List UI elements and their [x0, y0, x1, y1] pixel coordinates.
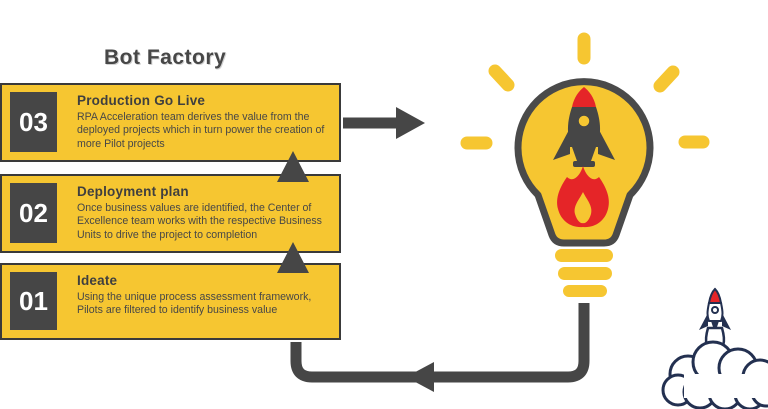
- step-heading: Ideate: [77, 273, 118, 288]
- lightbulb-icon: [514, 78, 654, 247]
- step-number: 02: [19, 197, 48, 228]
- step-text: Ideate Using the unique process assessme…: [77, 273, 339, 318]
- rocket-nose-cone: [572, 87, 596, 107]
- step-number: 01: [19, 285, 48, 316]
- step-description: Using the unique process assessment fram…: [77, 291, 312, 317]
- step-card-ideate: 01 Ideate Using the unique process asses…: [0, 263, 341, 340]
- arrow-right-icon: [343, 107, 425, 139]
- rocket-body: [567, 107, 601, 147]
- page-title: Bot Factory: [104, 46, 227, 69]
- rocket-porthole: [573, 110, 595, 132]
- launch-rocket-icon: [699, 287, 731, 354]
- rocket-nozzle: [573, 161, 595, 167]
- rocket-icon: [553, 87, 615, 167]
- flame-icon: [557, 166, 609, 228]
- bulb-screw-base: [555, 249, 613, 297]
- rocket-fin-left: [553, 128, 570, 160]
- rocket-fin-left: [699, 313, 708, 330]
- rocket-fin-right: [598, 128, 615, 160]
- ray-upper-left-icon: [488, 64, 515, 92]
- step-number-badge: 02: [10, 183, 57, 243]
- step-card-production-go-live: 03 Production Go Live RPA Acceleration t…: [0, 83, 341, 162]
- rocket-porthole: [711, 306, 719, 314]
- step-number: 03: [19, 106, 48, 137]
- step-card-deployment-plan: 02 Deployment plan Once business values …: [0, 174, 341, 253]
- rocket-fin-right: [722, 313, 731, 330]
- rocket-nose-cone: [707, 287, 723, 304]
- step-text: Production Go Live RPA Acceleration team…: [77, 93, 339, 151]
- rocket-nozzle: [711, 321, 719, 327]
- light-rays-icon: [460, 32, 710, 150]
- smoke-plume: [704, 326, 726, 354]
- step-description: RPA Acceleration team derives the value …: [77, 111, 325, 150]
- ray-upper-right-icon: [653, 65, 680, 93]
- step-text: Deployment plan Once business values are…: [77, 184, 339, 242]
- rocket-tail: [572, 147, 596, 161]
- step-heading: Deployment plan: [77, 184, 189, 199]
- smoke-cloud-icon: [661, 340, 768, 409]
- rocket-body: [706, 302, 724, 322]
- step-number-badge: 01: [10, 272, 57, 330]
- step-heading: Production Go Live: [77, 93, 206, 108]
- step-number-badge: 03: [10, 92, 57, 152]
- step-description: Once business values are identified, the…: [77, 202, 322, 241]
